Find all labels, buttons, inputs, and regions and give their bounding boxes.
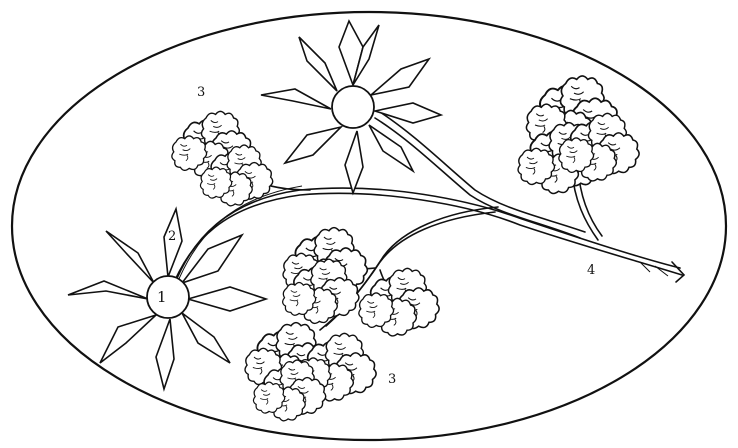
lower-flower: [68, 209, 266, 389]
upper-flower: [261, 21, 441, 193]
leaf-cluster-middle-right: [359, 268, 439, 336]
label-petal: 2: [168, 229, 176, 244]
leaf-cluster-lower: [245, 323, 376, 421]
label-flower-center: 1: [157, 288, 167, 306]
label-leaf-top: 3: [197, 85, 205, 100]
leaf-cluster-upper-right: [518, 76, 639, 194]
label-stem: 4: [587, 263, 595, 278]
leaf-cluster-middle: [283, 228, 368, 324]
leaf-cluster-upper-left: [172, 111, 273, 205]
label-leaf-bottom: 3: [388, 372, 396, 387]
